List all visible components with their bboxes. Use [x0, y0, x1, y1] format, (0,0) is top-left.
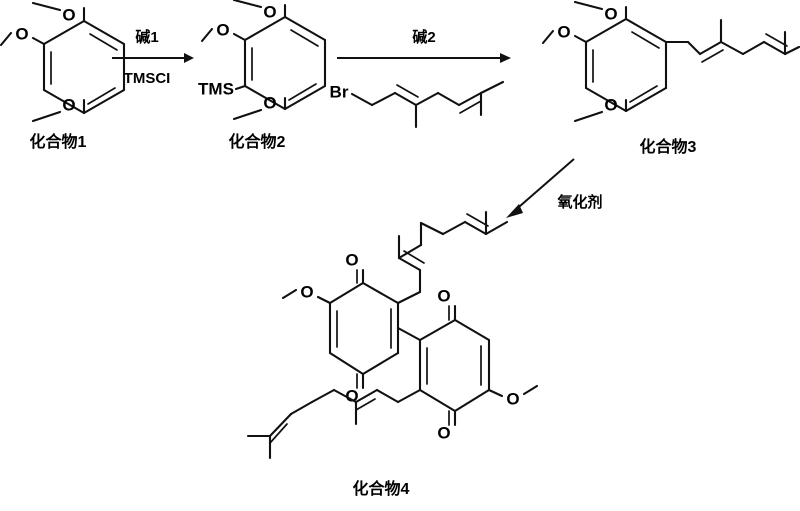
- compound-4-carbonyl-o-bottom-right: O: [437, 423, 450, 442]
- compound-1-caption: 化合物1: [30, 132, 87, 151]
- compound-1-structure: O O O 化合物1: [0, 1, 126, 151]
- reaction-arrow-2: 碱2: [337, 28, 511, 63]
- reaction-arrow-1: 碱1 TMSCI: [112, 28, 194, 87]
- compound-4-carbonyl-o-top-left: O: [345, 250, 358, 269]
- compound-3-oxygen-bottom: O: [604, 95, 617, 114]
- arrow-3-label-oxidant: 氧化剂: [556, 193, 602, 211]
- compound-4-carbonyl-o-top-right: O: [437, 286, 450, 305]
- geranyl-bromide-reagent: Br: [330, 80, 505, 129]
- compound-3-structure: O O O 化合物3: [541, 0, 800, 156]
- compound-2-oxygen-top: O: [263, 2, 276, 21]
- compound-4-structure: O O O: [246, 210, 539, 498]
- compound-1-oxygen-left: O: [15, 24, 28, 43]
- arrow-2-above-label: 碱2: [412, 28, 435, 46]
- compound-3-oxygen-top: O: [604, 4, 617, 23]
- compound-4-methoxy-o-left: O: [300, 282, 313, 301]
- arrow-1-above-label: 碱1: [135, 28, 158, 46]
- compound-1-oxygen-top: O: [62, 5, 75, 24]
- compound-1-oxygen-bottom: O: [62, 95, 75, 114]
- compound-4-methoxy-o-right: O: [506, 389, 519, 408]
- compound-3-oxygen-left: O: [557, 22, 570, 41]
- geranyl-bromide-br-label: Br: [330, 82, 349, 101]
- compound-2-tms-label: TMS: [198, 79, 234, 98]
- compound-2-structure: O O TMS O 化合物2: [198, 0, 327, 151]
- compound-4-caption: 化合物4: [353, 479, 410, 498]
- reaction-arrow-3: 氧化剂: [506, 158, 603, 218]
- arrow-1-below-label: TMSCI: [124, 70, 171, 87]
- compound-2-caption: 化合物2: [229, 132, 286, 151]
- compound-2-oxygen-bottom: O: [263, 93, 276, 112]
- compound-2-oxygen-left: O: [216, 20, 229, 39]
- compound-3-caption: 化合物3: [640, 137, 697, 156]
